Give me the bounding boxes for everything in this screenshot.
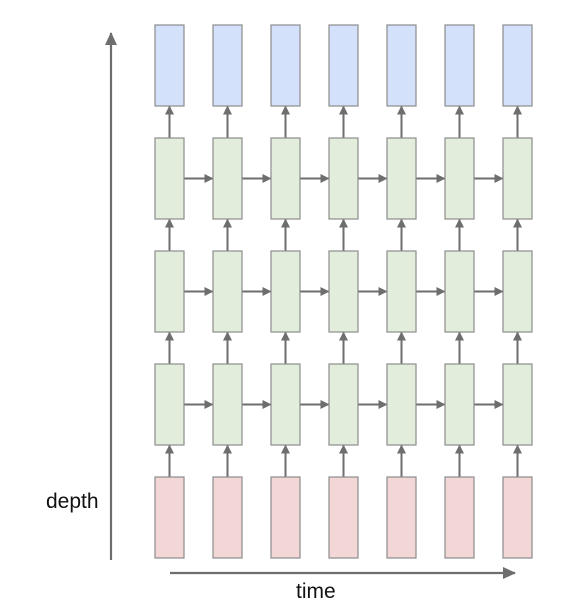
input-unit-box [328, 476, 359, 559]
connection-arrows [165, 105, 522, 477]
hidden-unit-box [502, 363, 533, 446]
input-unit-box [502, 476, 533, 559]
time-axis-label: time [296, 580, 336, 603]
input-unit-box [444, 476, 475, 559]
hidden-unit-box [270, 137, 301, 220]
depth-axis-label: depth [46, 490, 99, 513]
hidden-unit-box [502, 250, 533, 333]
output-unit-box [270, 24, 301, 107]
hidden-unit-box [386, 250, 417, 333]
hidden-unit-box [328, 137, 359, 220]
hidden-unit-box [212, 250, 243, 333]
unit-boxes [154, 24, 533, 559]
hidden-unit-box [270, 363, 301, 446]
hidden-unit-box [154, 363, 185, 446]
hidden-unit-box [212, 137, 243, 220]
hidden-unit-box [386, 363, 417, 446]
hidden-unit-box [386, 137, 417, 220]
hidden-unit-box [154, 250, 185, 333]
hidden-unit-box [154, 137, 185, 220]
output-unit-box [444, 24, 475, 107]
hidden-unit-box [444, 363, 475, 446]
input-unit-box [212, 476, 243, 559]
input-unit-box [386, 476, 417, 559]
output-unit-box [502, 24, 533, 107]
hidden-unit-box [502, 137, 533, 220]
hidden-unit-box [212, 363, 243, 446]
output-unit-box [386, 24, 417, 107]
hidden-unit-box [270, 250, 301, 333]
output-unit-box [212, 24, 243, 107]
output-unit-box [154, 24, 185, 107]
hidden-unit-box [444, 137, 475, 220]
input-unit-box [270, 476, 301, 559]
hidden-unit-box [444, 250, 475, 333]
output-unit-box [328, 24, 359, 107]
hidden-unit-box [328, 250, 359, 333]
input-unit-box [154, 476, 185, 559]
hidden-unit-box [328, 363, 359, 446]
